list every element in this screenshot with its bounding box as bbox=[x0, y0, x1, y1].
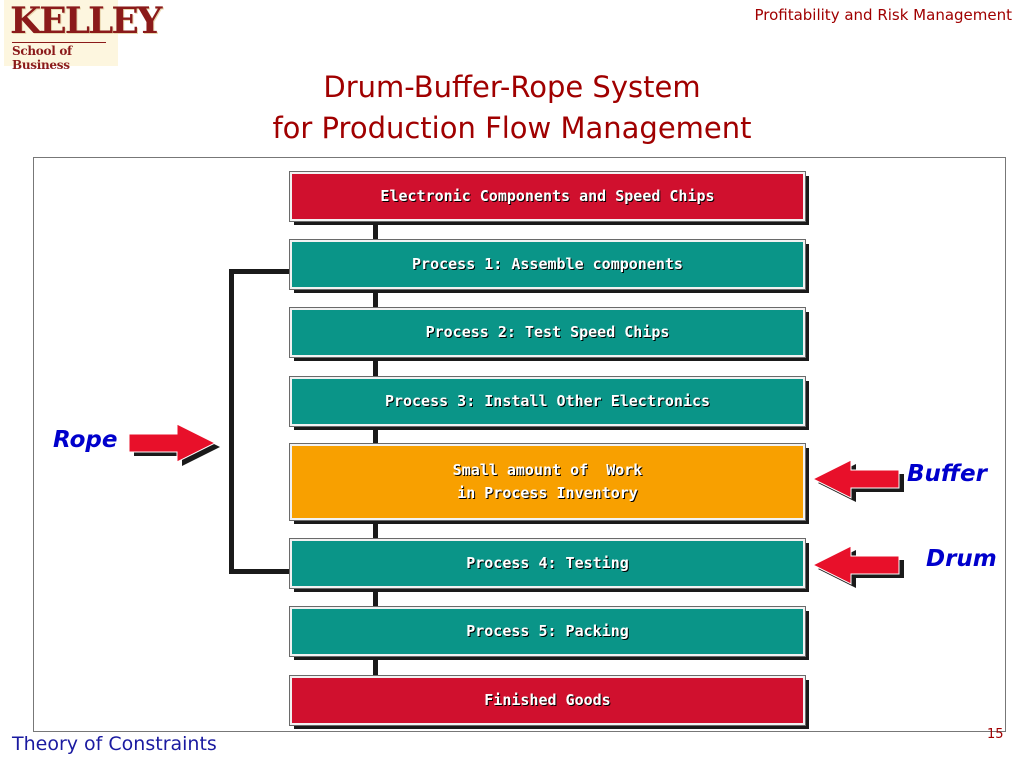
flow-connector bbox=[373, 519, 378, 539]
footer-section: Theory of Constraints bbox=[12, 733, 217, 755]
step-process-5: Process 5: Packing bbox=[289, 606, 806, 657]
kelley-logo: KELLEY School of Business bbox=[2, 0, 162, 72]
step-finished-goods: Finished Goods bbox=[289, 675, 806, 726]
logo-rule bbox=[12, 42, 106, 43]
logo-subtitle: School of Business bbox=[12, 44, 72, 72]
course-title: Profitability and Risk Management bbox=[754, 6, 1012, 24]
drum-label: Drum bbox=[926, 546, 997, 572]
step-process-2: Process 2: Test Speed Chips bbox=[289, 307, 806, 358]
logo-wordmark: KELLEY bbox=[10, 0, 162, 42]
slide-title-line-2: for Production Flow Management bbox=[272, 111, 752, 145]
drum-arrow-icon bbox=[811, 545, 904, 588]
step-label: Process 5: Packing bbox=[466, 622, 629, 640]
step-label: Electronic Components and Speed Chips bbox=[380, 187, 715, 205]
step-label: Process 3: Install Other Electronics bbox=[384, 392, 711, 410]
rope-line-top bbox=[229, 269, 291, 274]
slide-title-line-1: Drum-Buffer-Rope System bbox=[323, 70, 701, 104]
rope-label: Rope bbox=[53, 427, 118, 453]
step-label: Finished Goods bbox=[484, 691, 611, 709]
step-label: Process 1: Assemble components bbox=[412, 255, 683, 273]
step-label: Process 4: Testing bbox=[466, 554, 629, 572]
flow-connector bbox=[373, 220, 378, 242]
step-label-line-1: Small amount of Work bbox=[452, 461, 643, 479]
rope-line-vertical bbox=[229, 269, 234, 574]
step-label-line-2: in Process Inventory bbox=[457, 484, 638, 502]
step-process-3: Process 3: Install Other Electronics bbox=[289, 376, 806, 427]
flow-connector bbox=[373, 356, 378, 378]
logo-background bbox=[4, 0, 118, 66]
step-label: Process 2: Test Speed Chips bbox=[425, 323, 670, 341]
step-process-1: Process 1: Assemble components bbox=[289, 239, 806, 290]
flow-connector bbox=[373, 655, 378, 676]
flow-connector bbox=[373, 425, 378, 445]
step-raw-materials: Electronic Components and Speed Chips bbox=[289, 171, 806, 222]
page-number: 15 bbox=[987, 727, 1004, 742]
rope-arrow-icon bbox=[128, 423, 220, 466]
buffer-label: Buffer bbox=[907, 461, 987, 487]
flow-connector bbox=[373, 288, 378, 310]
rope-line-bottom bbox=[229, 569, 291, 574]
buffer-arrow-icon bbox=[811, 459, 904, 502]
step-process-4: Process 4: Testing bbox=[289, 538, 806, 589]
step-wip-buffer: Small amount of Work in Process Inventor… bbox=[289, 443, 806, 521]
flow-connector bbox=[373, 587, 378, 607]
